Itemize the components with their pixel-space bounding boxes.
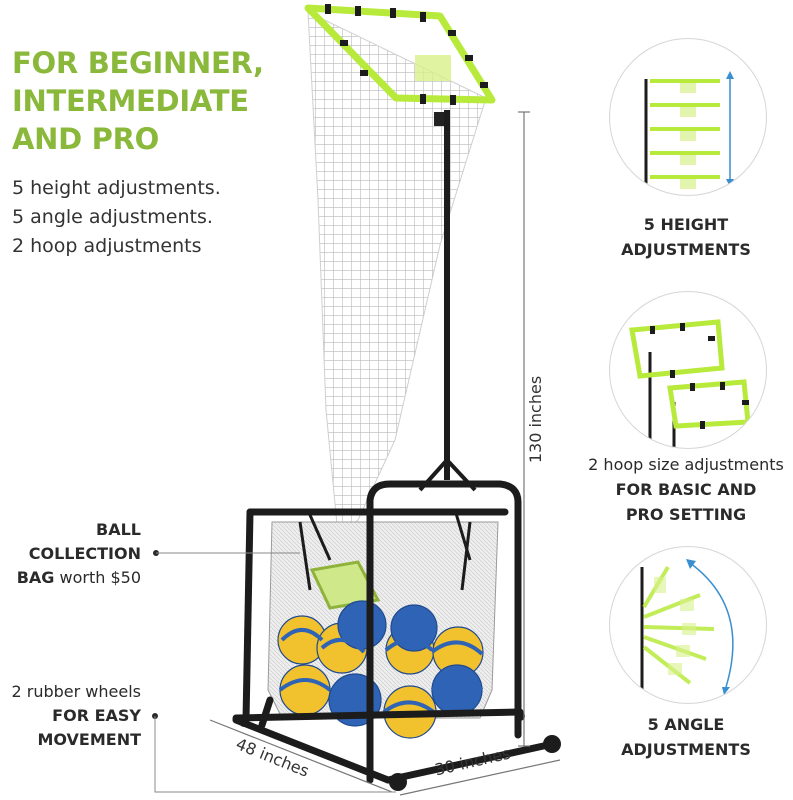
feature-height: 5 height adjustments. <box>12 177 221 199</box>
height-adjustment-circle <box>609 38 767 196</box>
height-callout-1: 5 HEIGHT <box>643 215 729 234</box>
bag-bold-2: COLLECTION <box>28 544 141 563</box>
base-frame <box>232 480 552 784</box>
wheels-bold-2: MOVEMENT <box>37 730 141 749</box>
headline-line-1: FOR BEGINNER, <box>12 46 264 80</box>
volleyballs <box>277 600 484 739</box>
bag-bold-3: BAG <box>16 568 55 587</box>
bag-worth: worth $50 <box>59 568 142 587</box>
height-callout: 5 HEIGHT ADJUSTMENTS <box>600 212 772 262</box>
hoop-callout-normal: 2 hoop size adjustments <box>588 455 784 474</box>
headline-line-3: AND PRO <box>12 122 160 156</box>
feature-hoop: 2 hoop adjustments <box>12 235 202 257</box>
headline: FOR BEGINNER, INTERMEDIATE AND PRO <box>12 44 264 158</box>
angle-adjustment-circle <box>609 546 767 704</box>
height-dimension-label: 130 inches <box>526 375 546 464</box>
feature-list: 5 height adjustments. 5 angle adjustment… <box>12 174 221 261</box>
hoop-adjustment-circle <box>609 291 767 449</box>
angle-callout-1: 5 ANGLE <box>647 715 725 734</box>
wheel <box>389 773 407 791</box>
height-callout-2: ADJUSTMENTS <box>621 240 751 259</box>
bag-bold-1: BALL <box>96 520 141 539</box>
hoop-callout-bold-2: PRO SETTING <box>625 505 747 524</box>
angle-callout-2: ADJUSTMENTS <box>621 740 751 759</box>
ball-bag-label: BALL COLLECTION BAG worth $50 <box>17 518 141 590</box>
wheels-bold-1: FOR EASY <box>52 706 141 725</box>
angle-callout: 5 ANGLE ADJUSTMENTS <box>600 712 772 762</box>
net <box>307 11 487 536</box>
wheels-line-1: 2 rubber wheels <box>11 682 142 701</box>
hoop-callout-bold-1: FOR BASIC AND <box>615 480 757 499</box>
support-pole <box>444 110 450 480</box>
headline-line-2: INTERMEDIATE <box>12 84 249 118</box>
feature-angle: 5 angle adjustments. <box>12 206 213 228</box>
wheel <box>543 735 561 753</box>
hoop-callout: 2 hoop size adjustments FOR BASIC AND PR… <box>572 452 793 527</box>
wheels-label: 2 rubber wheels FOR EASY MOVEMENT <box>12 680 142 752</box>
